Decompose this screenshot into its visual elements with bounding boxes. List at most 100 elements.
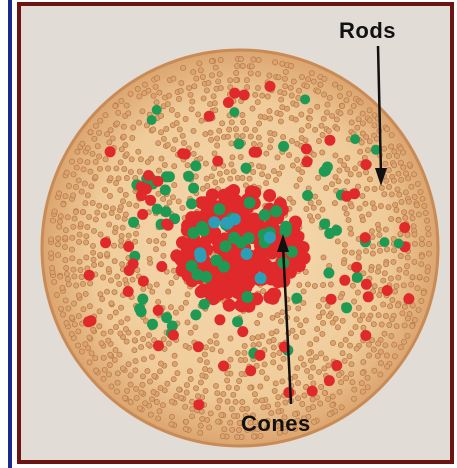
rod-cell xyxy=(277,365,282,370)
rod-cell xyxy=(126,362,131,367)
rod-cell xyxy=(289,138,294,143)
rod-cell xyxy=(282,91,287,96)
rod-cell xyxy=(161,337,166,342)
rod-cell xyxy=(256,71,261,76)
rod-cell xyxy=(172,164,177,169)
rod-cell xyxy=(166,93,171,98)
rod-cell xyxy=(235,63,240,68)
rod-cell xyxy=(304,206,309,211)
cone-cell xyxy=(177,148,188,159)
rod-cell xyxy=(277,171,282,176)
rod-cell xyxy=(280,379,285,384)
rod-cell xyxy=(169,399,174,404)
rod-cell xyxy=(275,402,280,407)
rod-cell xyxy=(367,139,372,144)
rod-cell xyxy=(139,345,144,350)
rod-cell xyxy=(218,86,223,91)
rod-cell xyxy=(356,305,361,310)
rod-cell xyxy=(147,284,152,289)
rod-cell xyxy=(154,399,159,404)
rod-cell xyxy=(324,110,329,115)
rod-cell xyxy=(135,86,140,91)
rod-cell xyxy=(401,283,406,288)
rod-cell xyxy=(72,322,77,327)
rod-cell xyxy=(418,189,423,194)
rod-cell xyxy=(257,142,262,147)
rod-cell xyxy=(186,85,191,90)
rod-cell xyxy=(300,330,305,335)
rod-cell xyxy=(398,253,403,258)
rod-cell xyxy=(199,118,204,123)
rod-cell xyxy=(124,175,129,180)
rod-cell xyxy=(416,212,421,217)
rod-cell xyxy=(342,206,347,211)
rod-cell xyxy=(151,127,156,132)
rod-cell xyxy=(77,239,82,244)
rod-cell xyxy=(372,206,377,211)
rod-cell xyxy=(302,393,307,398)
rod-cell xyxy=(88,281,93,286)
rod-cell xyxy=(198,430,203,435)
rod-cell xyxy=(313,127,318,132)
rod-cell xyxy=(191,128,196,133)
cone-cell xyxy=(319,219,330,230)
rod-cell xyxy=(200,74,205,79)
rod-cell xyxy=(394,207,399,212)
rod-cell xyxy=(69,315,74,320)
rod-cell xyxy=(422,203,427,208)
rod-cell xyxy=(360,194,365,199)
rod-cell xyxy=(157,90,162,95)
rod-cell xyxy=(106,372,111,377)
rod-cell xyxy=(119,233,124,238)
rod-cell xyxy=(399,199,404,204)
rod-cell xyxy=(299,128,304,133)
cone-cell xyxy=(361,279,372,290)
rod-cell xyxy=(351,103,356,108)
rod-cell xyxy=(348,331,353,336)
rod-cell xyxy=(159,156,164,161)
rod-cell xyxy=(401,150,406,155)
rod-cell xyxy=(398,160,403,165)
rod-cell xyxy=(133,231,138,236)
rod-cell xyxy=(122,167,127,172)
rod-cell xyxy=(91,257,96,262)
rod-cell xyxy=(410,275,415,280)
rod-cell xyxy=(198,156,203,161)
rod-cell xyxy=(282,76,287,81)
rod-cell xyxy=(283,69,288,74)
rod-cell xyxy=(252,392,257,397)
rod-cell xyxy=(395,187,400,192)
rod-cell xyxy=(322,76,327,81)
rod-cell xyxy=(389,192,394,197)
rod-cell xyxy=(123,327,128,332)
cone-cell xyxy=(278,141,289,152)
rod-cell xyxy=(318,401,323,406)
rod-cell xyxy=(146,333,151,338)
rod-cell xyxy=(181,140,186,145)
rod-cell xyxy=(128,169,133,174)
rod-cell xyxy=(156,168,161,173)
rod-cell xyxy=(313,194,318,199)
cone-cell xyxy=(352,272,363,283)
rod-cell xyxy=(267,109,272,114)
rod-cell xyxy=(399,177,404,182)
cone-cell xyxy=(198,224,210,236)
rod-cell xyxy=(156,141,161,146)
rod-cell xyxy=(193,386,198,391)
rod-cell xyxy=(289,93,294,98)
rod-cell xyxy=(176,96,181,101)
cone-cell xyxy=(241,248,253,260)
rod-cell xyxy=(316,138,321,143)
rod-cell xyxy=(222,427,227,432)
rod-cell xyxy=(275,155,280,160)
rod-cell xyxy=(185,292,190,297)
cone-cell xyxy=(232,316,243,327)
cone-cell xyxy=(168,330,179,341)
rod-cell xyxy=(135,330,140,335)
rod-cell xyxy=(164,126,169,131)
rod-cell xyxy=(321,297,326,302)
cone-cell xyxy=(350,134,360,144)
rod-cell xyxy=(255,100,260,105)
rod-cell xyxy=(125,316,130,321)
rod-cell xyxy=(220,121,225,126)
